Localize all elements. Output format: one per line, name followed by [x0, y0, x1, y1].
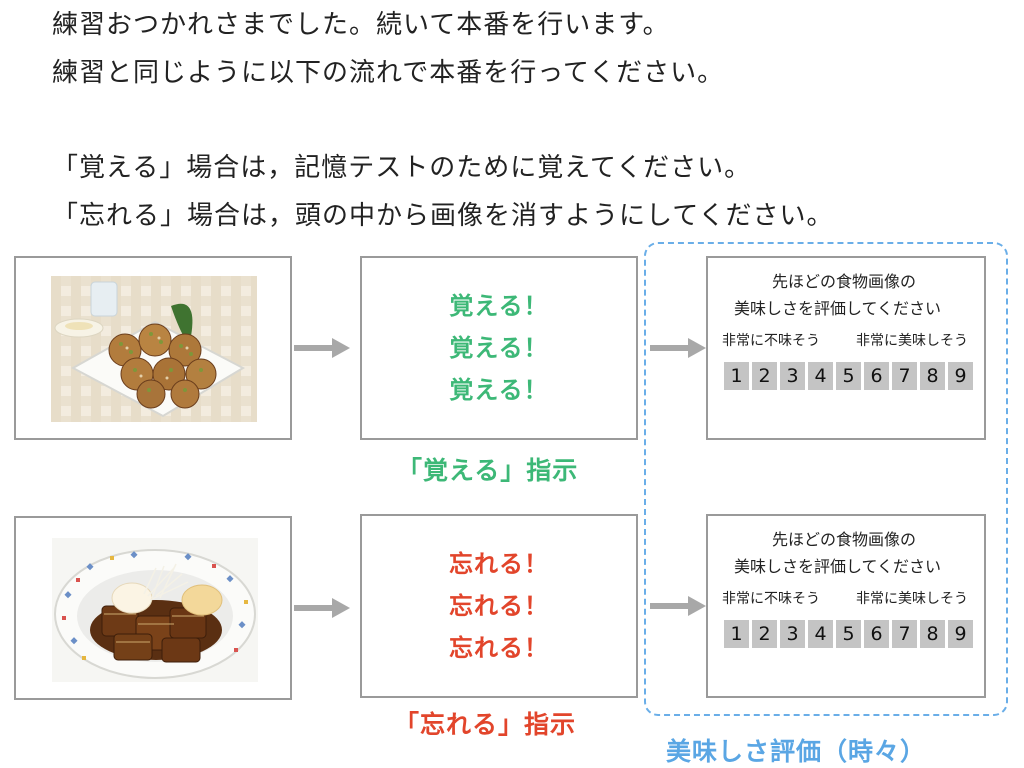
- rating-option[interactable]: 6: [864, 620, 889, 648]
- rating-option[interactable]: 4: [808, 362, 833, 390]
- intro-line-4: 「忘れる」場合は，頭の中から画像を消すようにしてください。: [52, 201, 834, 231]
- rating-option[interactable]: 2: [752, 620, 777, 648]
- forget-instruction-line: 忘れる！: [449, 634, 549, 662]
- rating-low-anchor: 非常に不味そう: [722, 333, 820, 349]
- rating-option[interactable]: 1: [724, 362, 749, 390]
- rating-option[interactable]: 4: [808, 620, 833, 648]
- rating-option[interactable]: 5: [836, 362, 861, 390]
- food-frame-1: [14, 256, 292, 440]
- rating-option[interactable]: 9: [948, 362, 973, 390]
- rating-group-frame: [644, 242, 1008, 716]
- rating-option[interactable]: 1: [724, 620, 749, 648]
- rating-high-anchor: 非常に美味しそう: [856, 591, 968, 607]
- rating-option[interactable]: 2: [752, 362, 777, 390]
- rating-panel-1: 先ほどの食物画像の 美味しさを評価してください 非常に不味そう 非常に美味しそう…: [706, 256, 986, 440]
- intro-line-3: 「覚える」場合は，記憶テストのために覚えてください。: [52, 153, 752, 183]
- rating-title-line-2: 美味しさを評価してください: [734, 557, 942, 576]
- remember-instruction-line: 覚える！: [449, 376, 549, 404]
- intro-line-1: 練習おつかれさまでした。続いて本番を行います。: [52, 10, 670, 40]
- arrow-right-icon: [294, 598, 350, 618]
- intro-line-2: 練習と同じように以下の流れで本番を行ってください。: [52, 58, 725, 88]
- rating-option[interactable]: 8: [920, 362, 945, 390]
- rating-title-line-1: 先ほどの食物画像の: [772, 530, 917, 549]
- remember-instruction-line: 覚える！: [449, 334, 549, 362]
- forget-instruction-frame: 忘れる！ 忘れる！ 忘れる！: [360, 514, 638, 698]
- rating-title-line-1: 先ほどの食物画像の: [772, 272, 917, 291]
- kakuni-photo: [52, 538, 258, 682]
- rating-low-anchor: 非常に不味そう: [722, 591, 820, 607]
- kakuni-photo-graphic: [52, 538, 258, 682]
- arrow-right-icon: [650, 338, 706, 358]
- rating-option[interactable]: 7: [892, 620, 917, 648]
- rating-option[interactable]: 9: [948, 620, 973, 648]
- takoyaki-photo: [51, 276, 257, 422]
- forget-instruction-line: 忘れる！: [449, 550, 549, 578]
- rating-panel-2: 先ほどの食物画像の 美味しさを評価してください 非常に不味そう 非常に美味しそう…: [706, 514, 986, 698]
- rating-scale: 1 2 3 4 5 6 7 8 9: [724, 620, 973, 648]
- arrow-right-icon: [650, 596, 706, 616]
- takoyaki-photo-graphic: [51, 276, 257, 422]
- food-frame-2: [14, 516, 292, 700]
- rating-option[interactable]: 6: [864, 362, 889, 390]
- remember-caption: 「覚える」指示: [397, 456, 579, 485]
- rating-option[interactable]: 3: [780, 362, 805, 390]
- rating-high-anchor: 非常に美味しそう: [856, 333, 968, 349]
- rating-scale: 1 2 3 4 5 6 7 8 9: [724, 362, 973, 390]
- rating-option[interactable]: 3: [780, 620, 805, 648]
- forget-instruction-line: 忘れる！: [449, 592, 549, 620]
- remember-instruction-frame: 覚える！ 覚える！ 覚える！: [360, 256, 638, 440]
- forget-caption: 「忘れる」指示: [394, 710, 577, 739]
- rating-option[interactable]: 5: [836, 620, 861, 648]
- arrow-right-icon: [294, 338, 350, 358]
- rating-group-caption: 美味しさ評価（時々）: [666, 737, 927, 766]
- rating-option[interactable]: 8: [920, 620, 945, 648]
- remember-instruction-line: 覚える！: [449, 292, 549, 320]
- rating-title-line-2: 美味しさを評価してください: [734, 299, 942, 318]
- rating-option[interactable]: 7: [892, 362, 917, 390]
